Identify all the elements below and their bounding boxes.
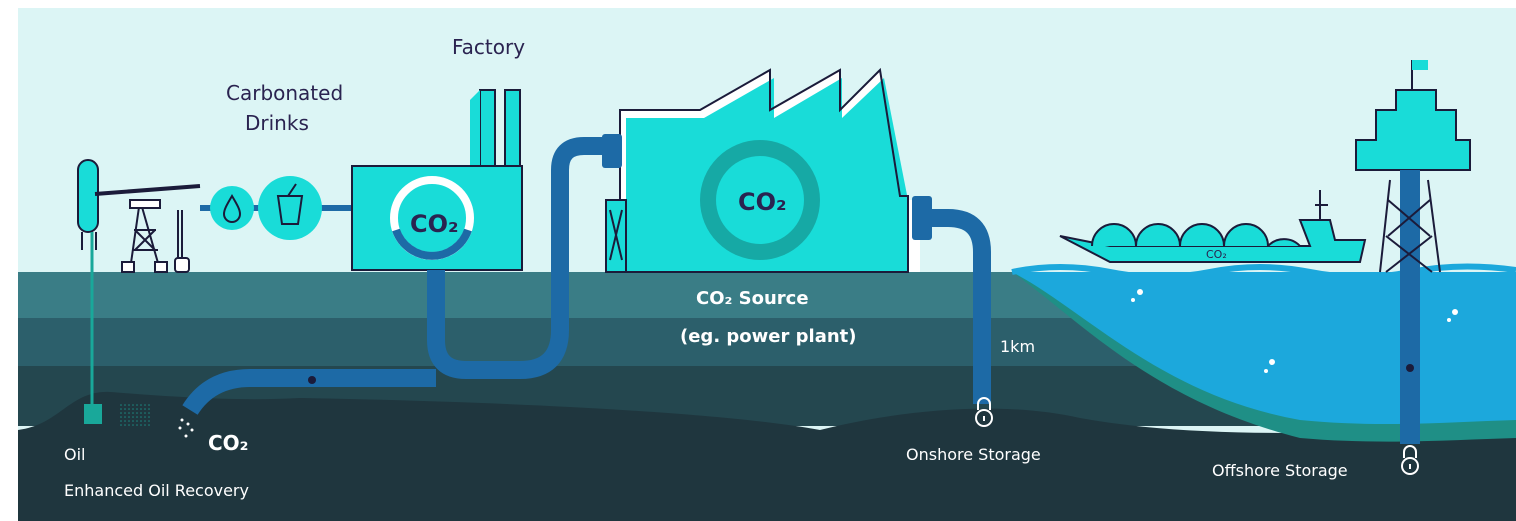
drink-cup-icon <box>258 176 322 240</box>
oil-dots <box>118 404 152 426</box>
flag-icon <box>1411 60 1428 90</box>
pipe-onshore <box>930 209 991 404</box>
label-factory: Factory <box>452 35 525 59</box>
oil-well-bottom <box>84 404 102 424</box>
sea-bubbles <box>1131 289 1458 373</box>
label-onshore: Onshore Storage <box>906 445 1041 464</box>
power-plant-icon <box>602 67 932 273</box>
label-co2-source: CO₂ Source <box>696 288 809 309</box>
sea-surface <box>1011 263 1516 280</box>
co2-particles <box>178 418 194 438</box>
label-carbonated-line2: Drinks <box>245 111 309 135</box>
label-carbonated-line1: Carbonated <box>226 81 343 105</box>
label-co2-source-circle: CO₂ <box>738 188 787 216</box>
ground-layer-deep <box>18 391 1516 521</box>
label-offshore: Offshore Storage <box>1212 461 1348 480</box>
label-depth: 1km <box>1000 337 1035 356</box>
label-co2-factory: CO₂ <box>410 210 459 238</box>
offshore-platform-icon <box>1355 89 1471 444</box>
pipe-injection <box>182 369 436 416</box>
oil-pump-icon <box>77 159 201 273</box>
label-co2-ship: CO₂ <box>1206 248 1227 261</box>
ship-icon <box>1059 190 1367 263</box>
lock-icon <box>975 397 993 427</box>
pipe-joint <box>308 376 316 384</box>
label-co2-source-example: (eg. power plant) <box>680 326 857 347</box>
sea-water <box>1012 272 1516 425</box>
factory-icon <box>351 89 523 271</box>
lock-icon <box>1401 445 1419 475</box>
pipe-factory <box>427 137 604 379</box>
label-oil: Oil <box>64 445 85 464</box>
label-co2-injection: CO₂ <box>208 431 248 455</box>
droplet-icon <box>210 186 254 230</box>
label-eor: Enhanced Oil Recovery <box>64 481 249 500</box>
